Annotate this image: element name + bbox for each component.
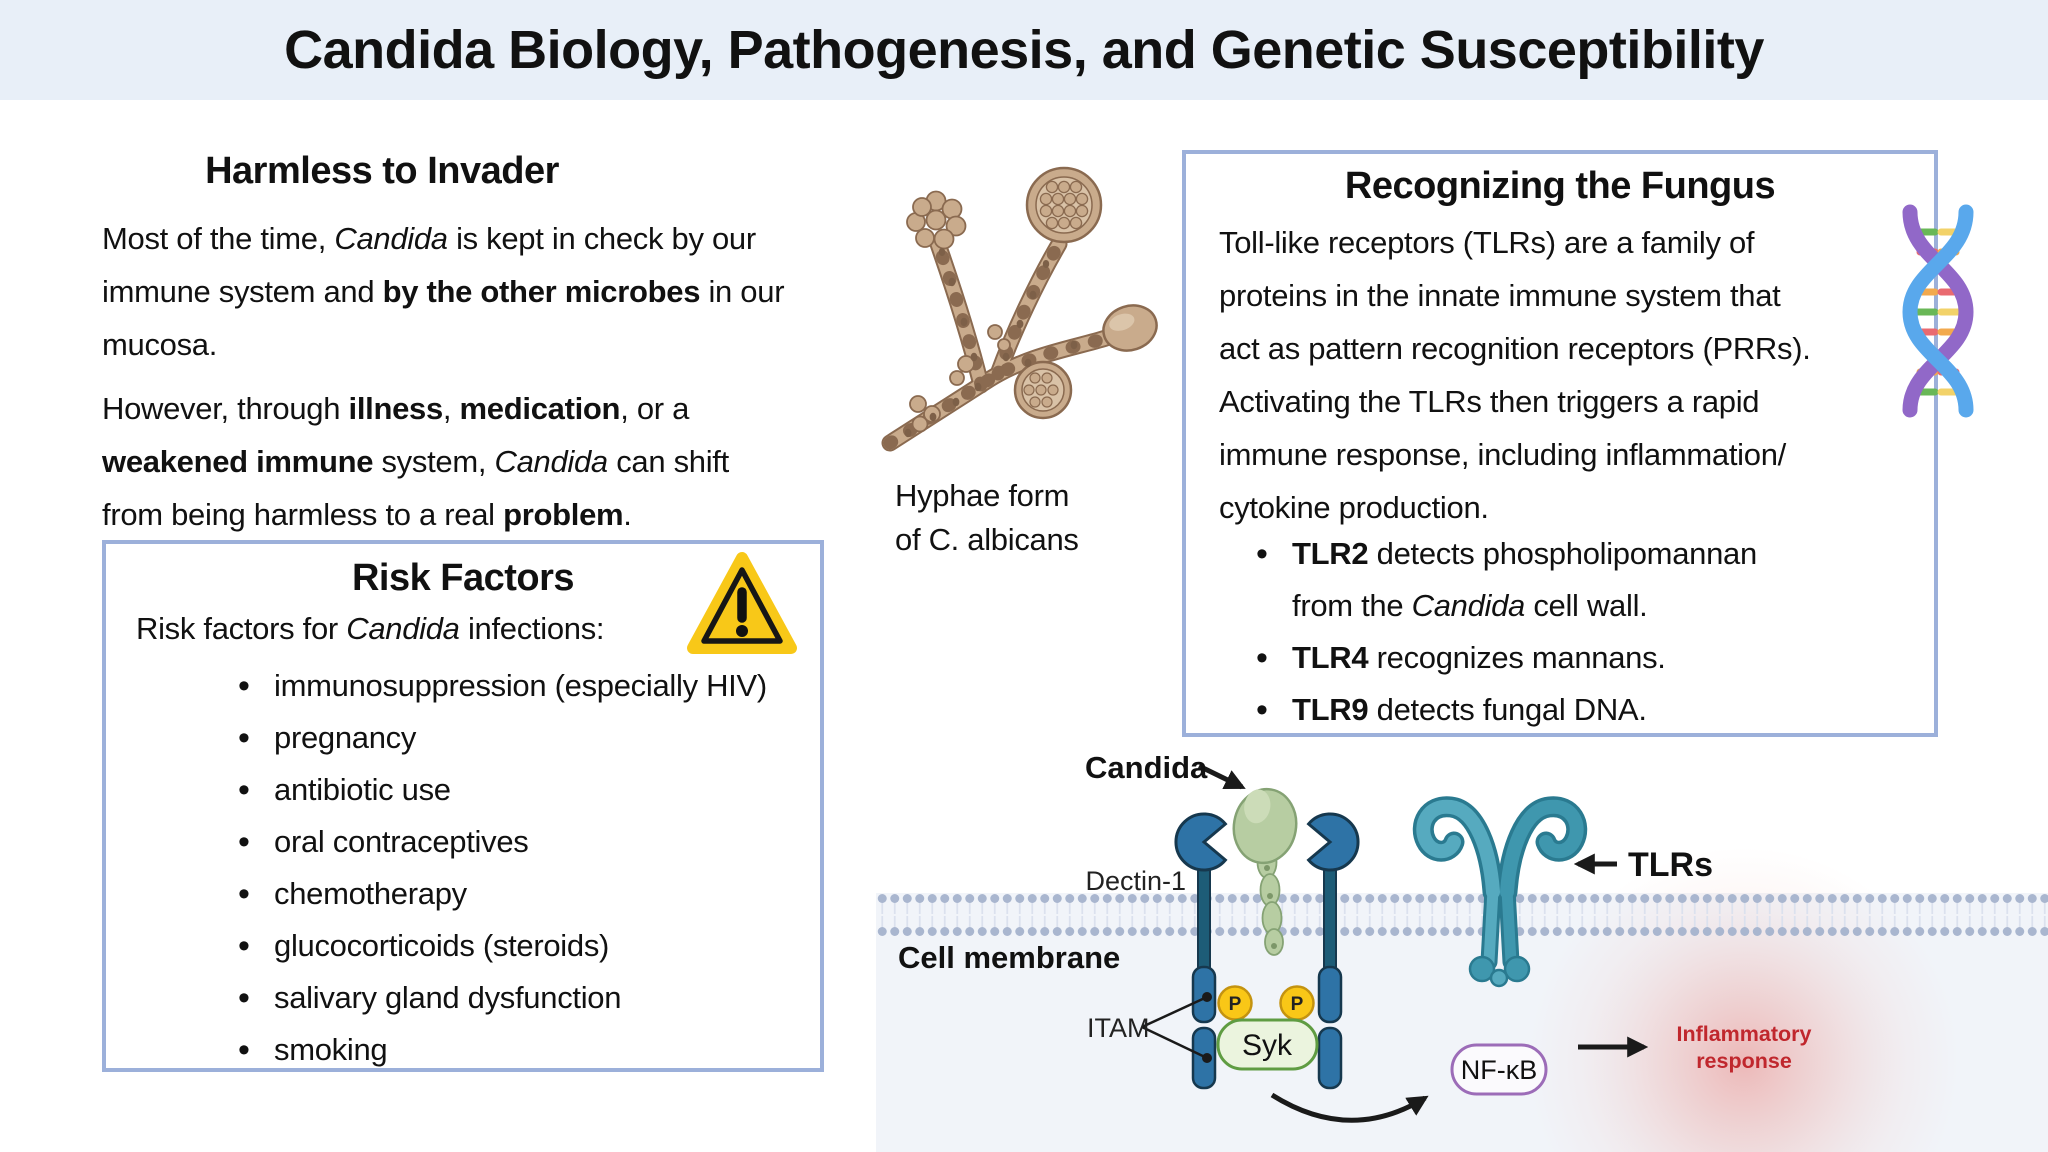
nfkb-label: NF-κB <box>1461 1055 1538 1085</box>
risk-factors-intro: Risk factors for Candida infections: <box>136 611 605 646</box>
recognizing-body: Toll-like receptors (TLRs) are a family … <box>1219 216 1811 534</box>
caption-line: Hyphae form <box>895 478 1070 513</box>
list-item: oral contraceptives <box>208 816 767 868</box>
text-line: from being harmless to a real problem. <box>102 497 632 532</box>
title-bar: Candida Biology, Pathogenesis, and Genet… <box>0 0 2048 100</box>
text-line: Activating the TLRs then triggers a rapi… <box>1219 384 1760 419</box>
tlr-receptor <box>1412 796 1588 988</box>
inflammatory-response-label: Inflammatory <box>1676 1022 1811 1046</box>
pathway-diagram: P P Syk NF-κB Candida Dectin-1 Cell memb… <box>876 750 2048 1152</box>
recognizing-heading: Recognizing the Fungus <box>1344 165 1776 207</box>
text-line: immune system and by the other microbes … <box>102 274 785 309</box>
risk-factors-heading: Risk Factors <box>351 557 575 599</box>
chlamydospore <box>1013 360 1073 420</box>
text-line: proteins in the innate immune system tha… <box>1219 278 1781 313</box>
harmless-heading: Harmless to Invader <box>205 150 559 192</box>
text-line: act as pattern recognition receptors (PR… <box>1219 331 1811 366</box>
inflammatory-glow <box>1529 847 1959 1152</box>
dectin1-receptor-right <box>1306 812 1360 1090</box>
harmless-paragraph-1: Most of the time, Candida is kept in che… <box>102 212 785 371</box>
risk-factors-list: immunosuppression (especially HIV) pregn… <box>208 660 767 1076</box>
hyphae-illustration <box>881 166 1158 452</box>
list-item: TLR4 recognizes mannans. <box>1226 632 1757 684</box>
text-line: cytokine production. <box>1219 490 1489 525</box>
cell-membrane <box>876 893 2048 937</box>
dectin1-label: Dectin-1 <box>1085 866 1186 896</box>
nfkb-node: NF-κB <box>1450 1043 1548 1096</box>
phosphate-left: P <box>1217 985 1253 1021</box>
text-line: immune response, including inflammation/ <box>1219 437 1786 472</box>
itam-pointer <box>1141 992 1212 1063</box>
p-label: P <box>1291 994 1304 1015</box>
list-item-continuation: from the Candida cell wall. <box>1292 588 1648 623</box>
page-title: Candida Biology, Pathogenesis, and Genet… <box>284 20 1764 80</box>
warning-icon <box>687 552 797 654</box>
syk-to-nfkb-arrow <box>1270 1092 1429 1123</box>
syk-label: Syk <box>1242 1029 1293 1062</box>
hyphae-caption: Hyphae form of C. albicans <box>895 474 1079 562</box>
recognizing-box: Recognizing the Fungus Toll-like recepto… <box>1182 150 1938 737</box>
terminal-bud <box>1102 304 1158 352</box>
p-label: P <box>1229 994 1242 1015</box>
list-item: immunosuppression (especially HIV) <box>208 660 767 712</box>
nuclei-dots <box>904 248 1078 438</box>
text-line: mucosa. <box>102 327 218 362</box>
list-item: TLR2 detects phospholipomannan <box>1226 528 1757 580</box>
text-line: Most of the time, Candida is kept in che… <box>102 221 756 256</box>
text-line: weakened immune system, Candida can shif… <box>102 444 729 479</box>
list-item: pregnancy <box>208 712 767 764</box>
text-line: Toll-like receptors (TLRs) are a family … <box>1219 225 1755 260</box>
caption-line: of C. albicans <box>895 522 1079 557</box>
candida-pointer-arrow <box>1197 763 1246 790</box>
text-line: However, through illness, medication, or… <box>102 391 690 426</box>
cell-membrane-label: Cell membrane <box>898 940 1120 975</box>
syk-node: Syk <box>1216 1018 1319 1071</box>
list-item: salivary gland dysfunction <box>208 972 767 1024</box>
spore-cluster <box>906 190 967 250</box>
list-item: glucocorticoids (steroids) <box>208 920 767 972</box>
list-item: chemotherapy <box>208 868 767 920</box>
harmless-paragraph-2: However, through illness, medication, or… <box>102 382 729 541</box>
inflammatory-response-label: response <box>1696 1049 1792 1073</box>
tlrs-label: TLRs <box>1628 846 1713 884</box>
candida-label: Candida <box>1085 750 1208 785</box>
dna-icon <box>1902 204 1974 418</box>
list-item: TLR9 detects fungal DNA. <box>1226 684 1757 736</box>
candida-yeast-cell <box>1232 787 1298 865</box>
itam-label: ITAM <box>1087 1013 1150 1043</box>
list-item: antibiotic use <box>208 764 767 816</box>
tlr-list: TLR2 detects phospholipomannan from the … <box>1226 528 1757 736</box>
list-item: smoking <box>208 1024 767 1076</box>
chlamydospore <box>1025 166 1103 244</box>
phosphate-right: P <box>1279 985 1315 1021</box>
